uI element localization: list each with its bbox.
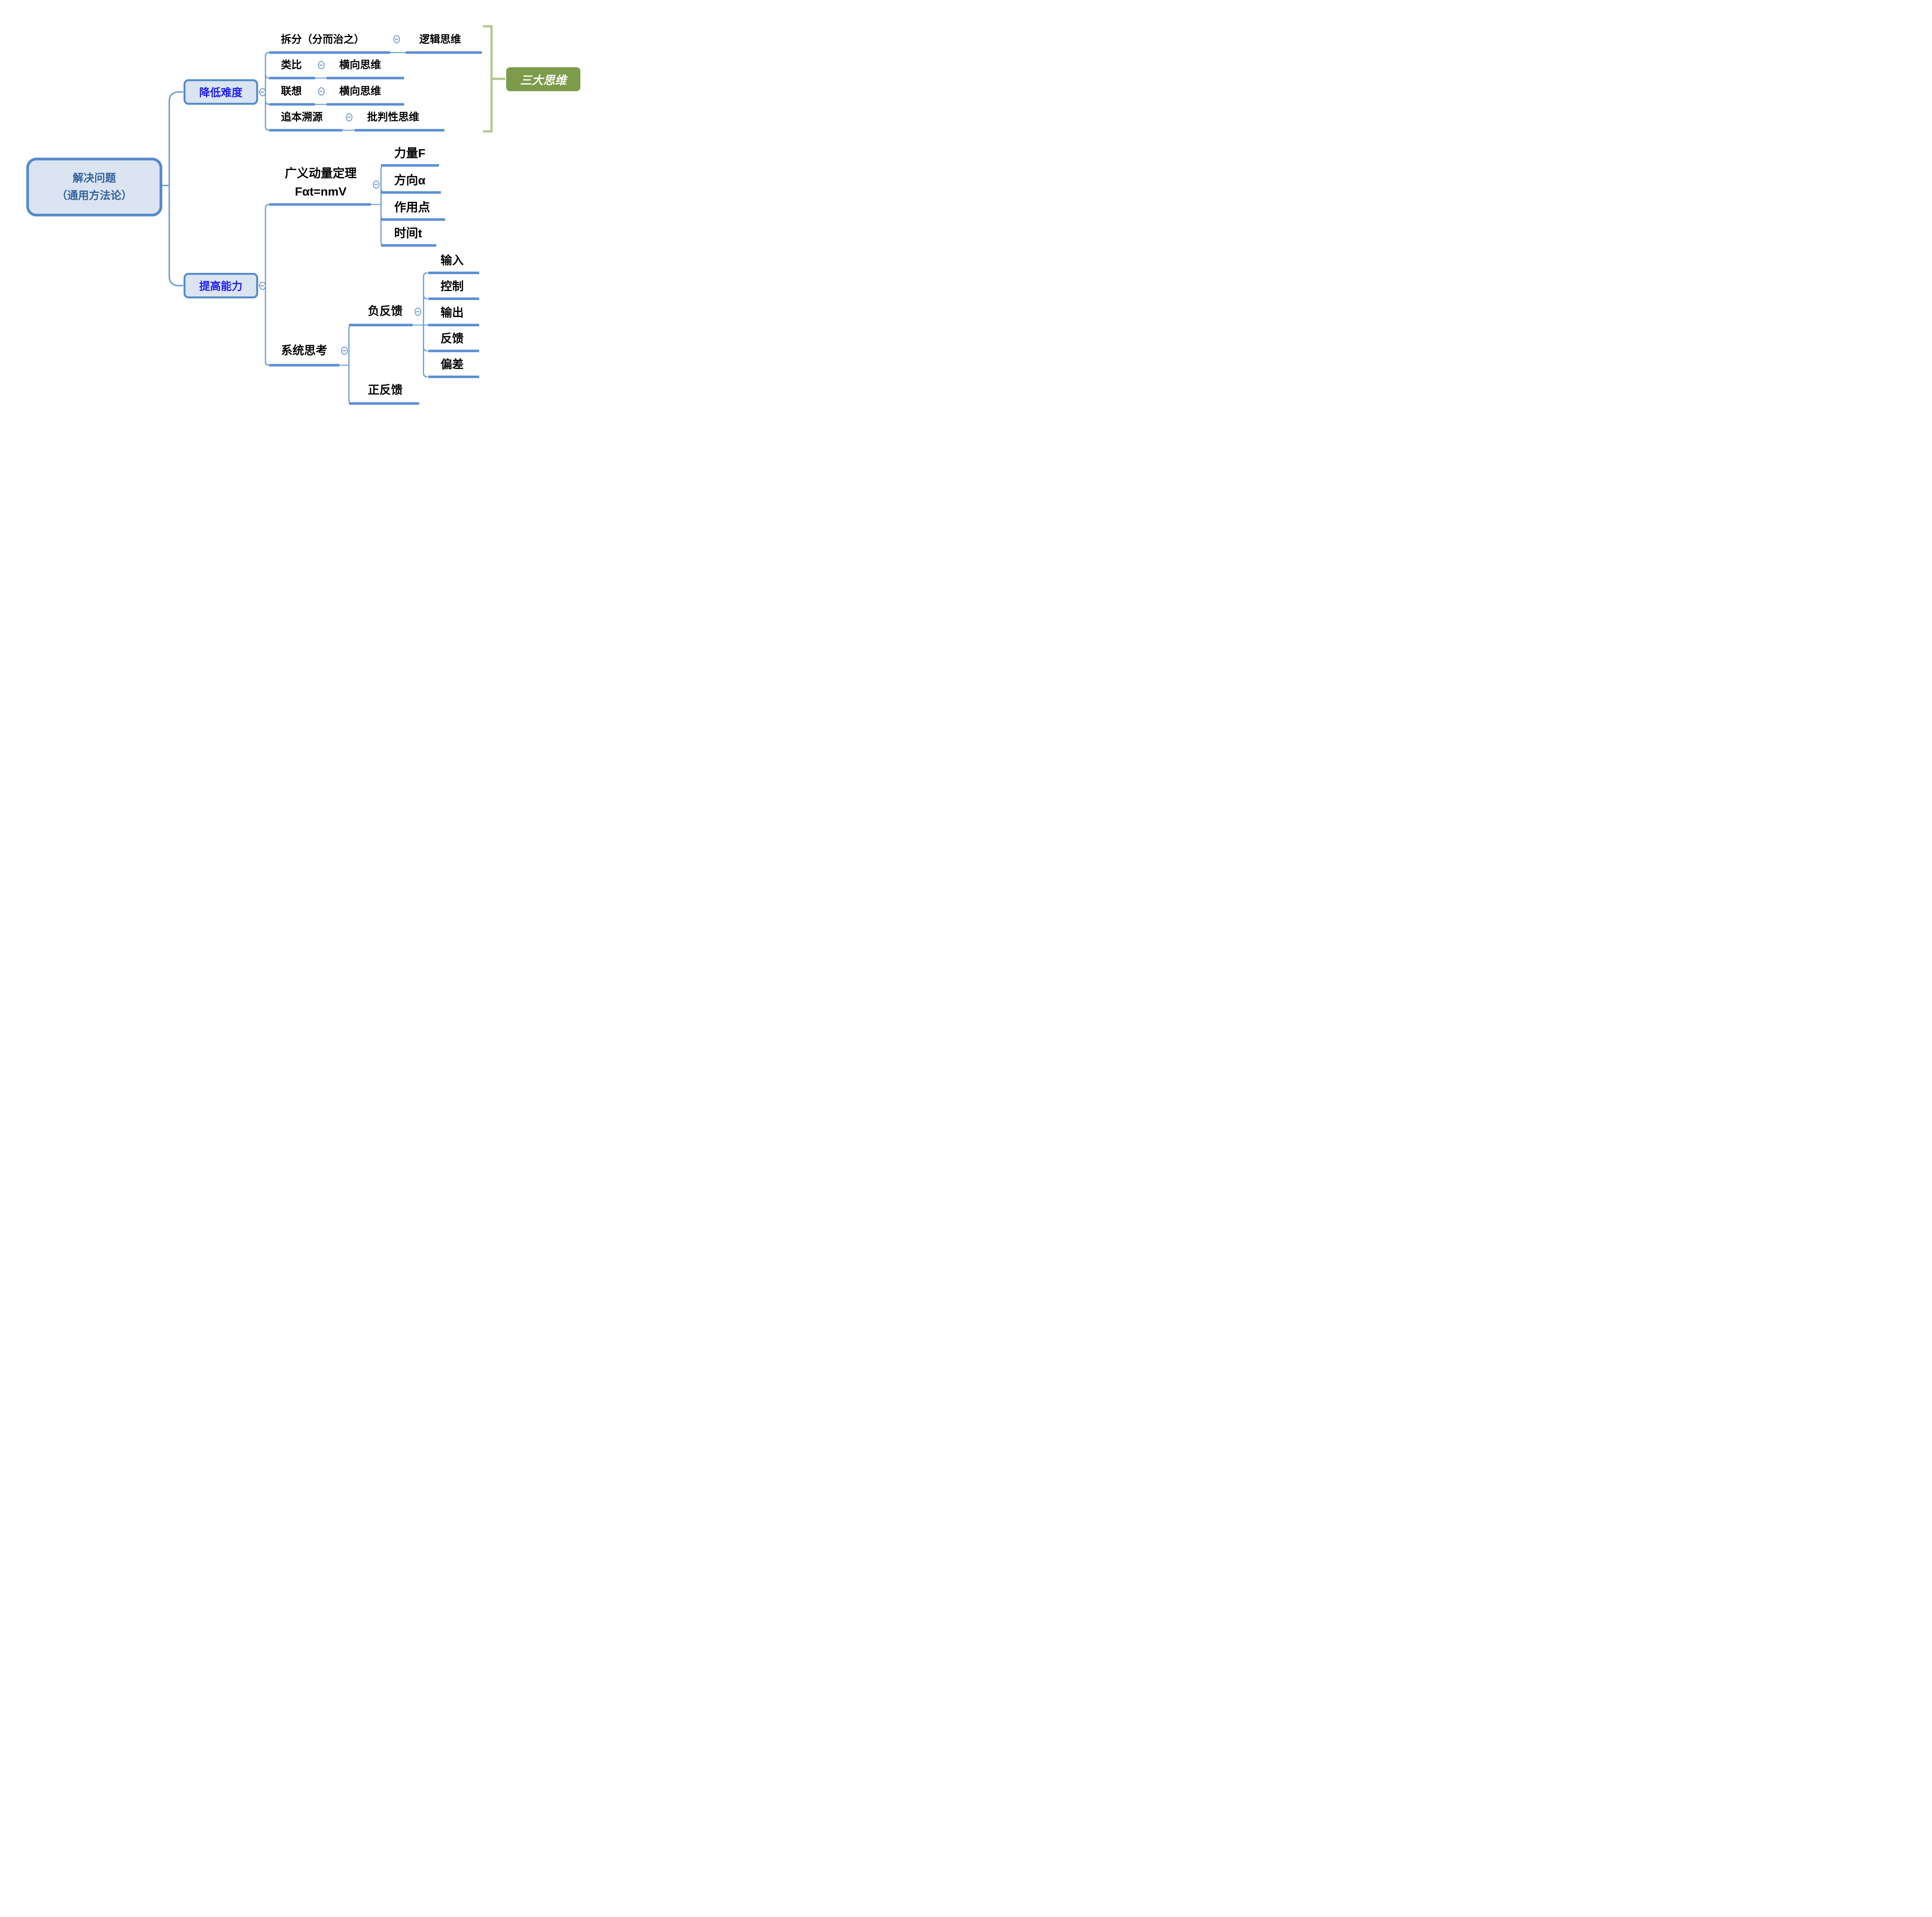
branch-node-reduce[interactable]: 降低难度 [184,79,258,105]
connector-root-to-reduce [168,91,183,186]
topic-underlines [269,51,482,405]
topic-negative-feedback[interactable]: 负反馈 [368,305,403,318]
topic-momentum-formula[interactable]: Fαt=nmV [295,185,347,198]
collapse-minus-icon-row2[interactable] [318,61,325,69]
collapse-minus-icon-row1[interactable] [393,35,400,43]
root-connectors [162,91,183,286]
branch-label-reduce: 降低难度 [199,87,243,99]
topic-lateral-thinking-1[interactable]: 横向思维 [339,59,381,71]
topic-logic-thinking[interactable]: 逻辑思维 [419,34,461,45]
topic-split[interactable]: 拆分（分而治之） [281,34,364,45]
topic-analogy[interactable]: 类比 [281,59,302,71]
topic-control[interactable]: 控制 [440,280,464,293]
collapse-minus-icon-row4[interactable] [345,113,352,121]
reduce-fillet-row3 [265,100,270,105]
topic-deviation[interactable]: 偏差 [440,358,464,371]
root-title: 解决问题 （通用方法论） [56,170,132,204]
system-trunk [348,324,353,404]
minus-dash [416,311,419,312]
root-node[interactable]: 解决问题 （通用方法论） [26,158,162,216]
topic-input[interactable]: 输入 [440,254,464,267]
minus-dash [347,116,350,118]
topic-time[interactable]: 时间t [394,226,422,240]
topic-momentum-title[interactable]: 广义动量定理 [285,167,357,180]
topic-output[interactable]: 输出 [440,306,464,319]
branch-label-improve: 提高能力 [199,280,243,292]
minus-dash [320,64,323,66]
topic-action-point[interactable]: 作用点 [394,201,430,214]
topic-force[interactable]: 力量F [394,146,425,160]
negative-trunk [423,272,428,378]
topic-trace-source[interactable]: 追本溯源 [281,111,323,123]
minus-dash [261,91,264,93]
minus-dash [395,38,398,40]
callout-bracket [483,25,505,133]
callout-box[interactable]: 三大思维 [506,67,580,91]
negative-fillet-2 [423,295,428,300]
root-title-line1: 解决问题 [72,172,116,184]
collapse-minus-icon-reduce[interactable] [259,88,266,96]
reduce-fillet-row2 [265,74,270,79]
minus-dash [261,285,264,286]
topic-positive-feedback[interactable]: 正反馈 [368,384,403,397]
reduce-trunk [265,52,270,131]
negative-fillet-4 [423,347,428,352]
topic-feedback[interactable]: 反馈 [440,332,464,345]
connector-root-to-improve [168,186,183,286]
topic-lateral-thinking-2[interactable]: 横向思维 [339,85,381,97]
topic-direction[interactable]: 方向α [394,174,426,187]
topic-association[interactable]: 联想 [281,85,302,97]
momentum-trunk [380,165,385,246]
minus-dash [343,350,346,351]
collapse-minus-icon-system[interactable] [341,346,348,355]
collapse-minus-icon-improve[interactable] [259,281,266,290]
callout-label: 三大思维 [520,74,566,87]
minus-dash [374,184,378,185]
bracket-line [483,25,493,133]
minus-dash [320,90,323,92]
collapse-minus-icon-negative[interactable] [414,307,421,316]
root-title-line2: （通用方法论） [56,189,132,201]
improve-trunk [265,204,270,366]
topic-critical-thinking[interactable]: 批判性思维 [367,111,419,123]
topic-system-thinking[interactable]: 系统思考 [281,344,327,357]
collapse-minus-icon-momentum[interactable] [372,180,379,189]
collapse-minus-icon-row3[interactable] [318,87,325,95]
mindmap-canvas: 解决问题 （通用方法论） 降低难度 提高能力 拆分（分而治之） 逻辑思维 类比 … [0,0,598,423]
branch-node-improve[interactable]: 提高能力 [184,273,258,298]
